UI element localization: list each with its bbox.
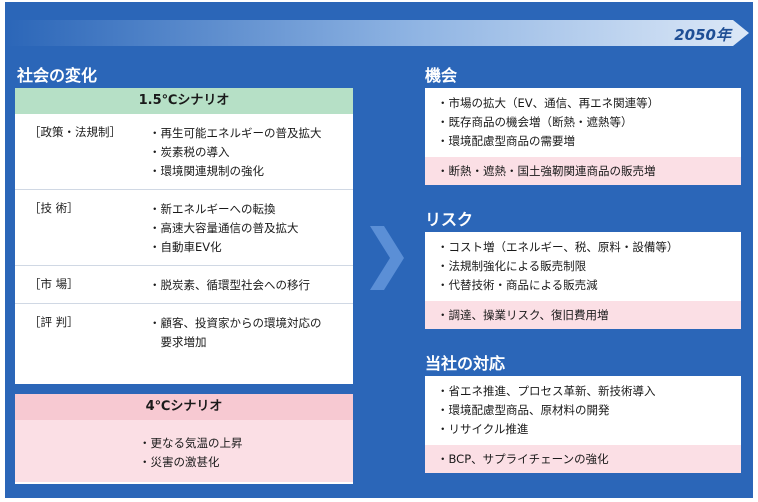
timeline-year: 2050年 <box>674 26 731 44</box>
section-item: ・環境関連規制の強化 <box>149 164 264 178</box>
opportunity-item: ・環境配慮型商品の需要増 <box>437 134 575 148</box>
risk-heading: リスク <box>425 210 474 229</box>
section-items: ・脱炭素、循環型社会への移行 <box>149 276 353 295</box>
section-items: ・顧客、投資家からの環境対応の 要求増加 <box>149 314 353 352</box>
scenario-section: ［市 場］ ・脱炭素、循環型社会への移行 <box>15 266 353 304</box>
diagram-frame: 2050年 社会の変化 1.5℃シナリオ ［政策・法規制］ ・再生可能エネルギーの… <box>5 2 753 498</box>
society-change-heading: 社会の変化 <box>17 66 98 85</box>
section-item: 要求増加 <box>149 335 207 349</box>
risk-panel: ・コスト増（エネルギー、税、原料・設備等） ・法規制強化による販売制限・代替技術・… <box>425 232 741 329</box>
scenario-15-title: 1.5℃シナリオ <box>15 88 353 114</box>
scenario-section: ［政策・法規制］ ・再生可能エネルギーの普及拡大・炭素税の導入・環境関連規制の強化 <box>15 114 353 190</box>
scenario-4-item: ・災害の激甚化 <box>139 455 220 469</box>
scenario-section: ［評 判］ ・顧客、投資家からの環境対応の 要求増加 <box>15 304 353 360</box>
opportunity-panel: ・市場の拡大（EV、通信、再エネ関連等） ・既存商品の機会増（断熱・遮熱等） ・環境… <box>425 88 741 185</box>
response-heading: 当社の対応 <box>425 354 506 373</box>
risk-list: ・コスト増（エネルギー、税、原料・設備等） ・法規制強化による販売制限・代替技術・… <box>425 232 741 301</box>
opportunity-heading: 機会 <box>425 66 458 85</box>
section-label: ［市 場］ <box>29 277 79 291</box>
opportunity-item: ・既存商品の機会増（断熱・遮熱等） <box>437 115 633 129</box>
section-label: ［評 判］ <box>29 315 79 329</box>
opportunity-highlight: ・断熱・遮熱・国土強靭関連商品の販売増 <box>425 157 741 185</box>
chevron-right-icon <box>370 226 404 290</box>
scenario-15-sections: ［政策・法規制］ ・再生可能エネルギーの普及拡大・炭素税の導入・環境関連規制の強化… <box>15 114 353 360</box>
section-item: ・顧客、投資家からの環境対応の <box>149 316 322 330</box>
response-list: ・省エネ推進、プロセス革新、新技術導入・環境配慮型商品、原材料の開発・リサイクル… <box>425 376 741 445</box>
section-items: ・再生可能エネルギーの普及拡大・炭素税の導入・環境関連規制の強化 <box>149 124 353 181</box>
risk-item: ・法規制強化による販売制限 <box>437 259 587 273</box>
opportunity-item: ・市場の拡大（EV、通信、再エネ関連等） <box>437 96 660 110</box>
opportunity-list: ・市場の拡大（EV、通信、再エネ関連等） ・既存商品の機会増（断熱・遮熱等） ・環境… <box>425 88 741 157</box>
section-items: ・新エネルギーへの転換・高速大容量通信の普及拡大・自動車EV化 <box>149 200 353 257</box>
response-item: ・リサイクル推進 <box>437 422 529 436</box>
scenario-4-title: 4℃シナリオ <box>15 394 353 420</box>
risk-item: ・コスト増（エネルギー、税、原料・設備等） <box>437 240 679 254</box>
scenario-4-items: ・更なる気温の上昇・災害の激甚化 <box>15 420 353 482</box>
section-item: ・脱炭素、循環型社会への移行 <box>149 278 310 292</box>
section-item: ・炭素税の導入 <box>149 145 230 159</box>
section-item: ・高速大容量通信の普及拡大 <box>149 221 299 235</box>
section-item: ・新エネルギーへの転換 <box>149 202 276 216</box>
scenario-4-item: ・更なる気温の上昇 <box>139 436 243 450</box>
response-highlight: ・BCP、サプライチェーンの強化 <box>425 445 741 473</box>
section-item: ・自動車EV化 <box>149 240 222 254</box>
response-item: ・省エネ推進、プロセス革新、新技術導入 <box>437 384 656 398</box>
risk-item: ・代替技術・商品による販売減 <box>437 278 598 292</box>
scenario-4-panel: 4℃シナリオ ・更なる気温の上昇・災害の激甚化 <box>15 394 353 484</box>
section-label: ［技 術］ <box>29 201 79 215</box>
timeline-arrow-shape <box>5 20 749 46</box>
risk-highlight: ・調達、操業リスク、復旧費用増 <box>425 301 741 329</box>
scenario-15-panel: 1.5℃シナリオ ［政策・法規制］・再生可能エネルギーの普及拡大・炭素税の導入・… <box>15 88 353 384</box>
section-item: ・再生可能エネルギーの普及拡大 <box>149 126 322 140</box>
timeline-arrow: 2050年 <box>5 16 753 50</box>
scenario-section: ［技 術］ ・新エネルギーへの転換・高速大容量通信の普及拡大・自動車EV化 <box>15 190 353 266</box>
section-label: ［政策・法規制］ <box>29 125 121 139</box>
response-panel: ・省エネ推進、プロセス革新、新技術導入・環境配慮型商品、原材料の開発・リサイクル… <box>425 376 741 473</box>
response-item: ・環境配慮型商品、原材料の開発 <box>437 403 610 417</box>
